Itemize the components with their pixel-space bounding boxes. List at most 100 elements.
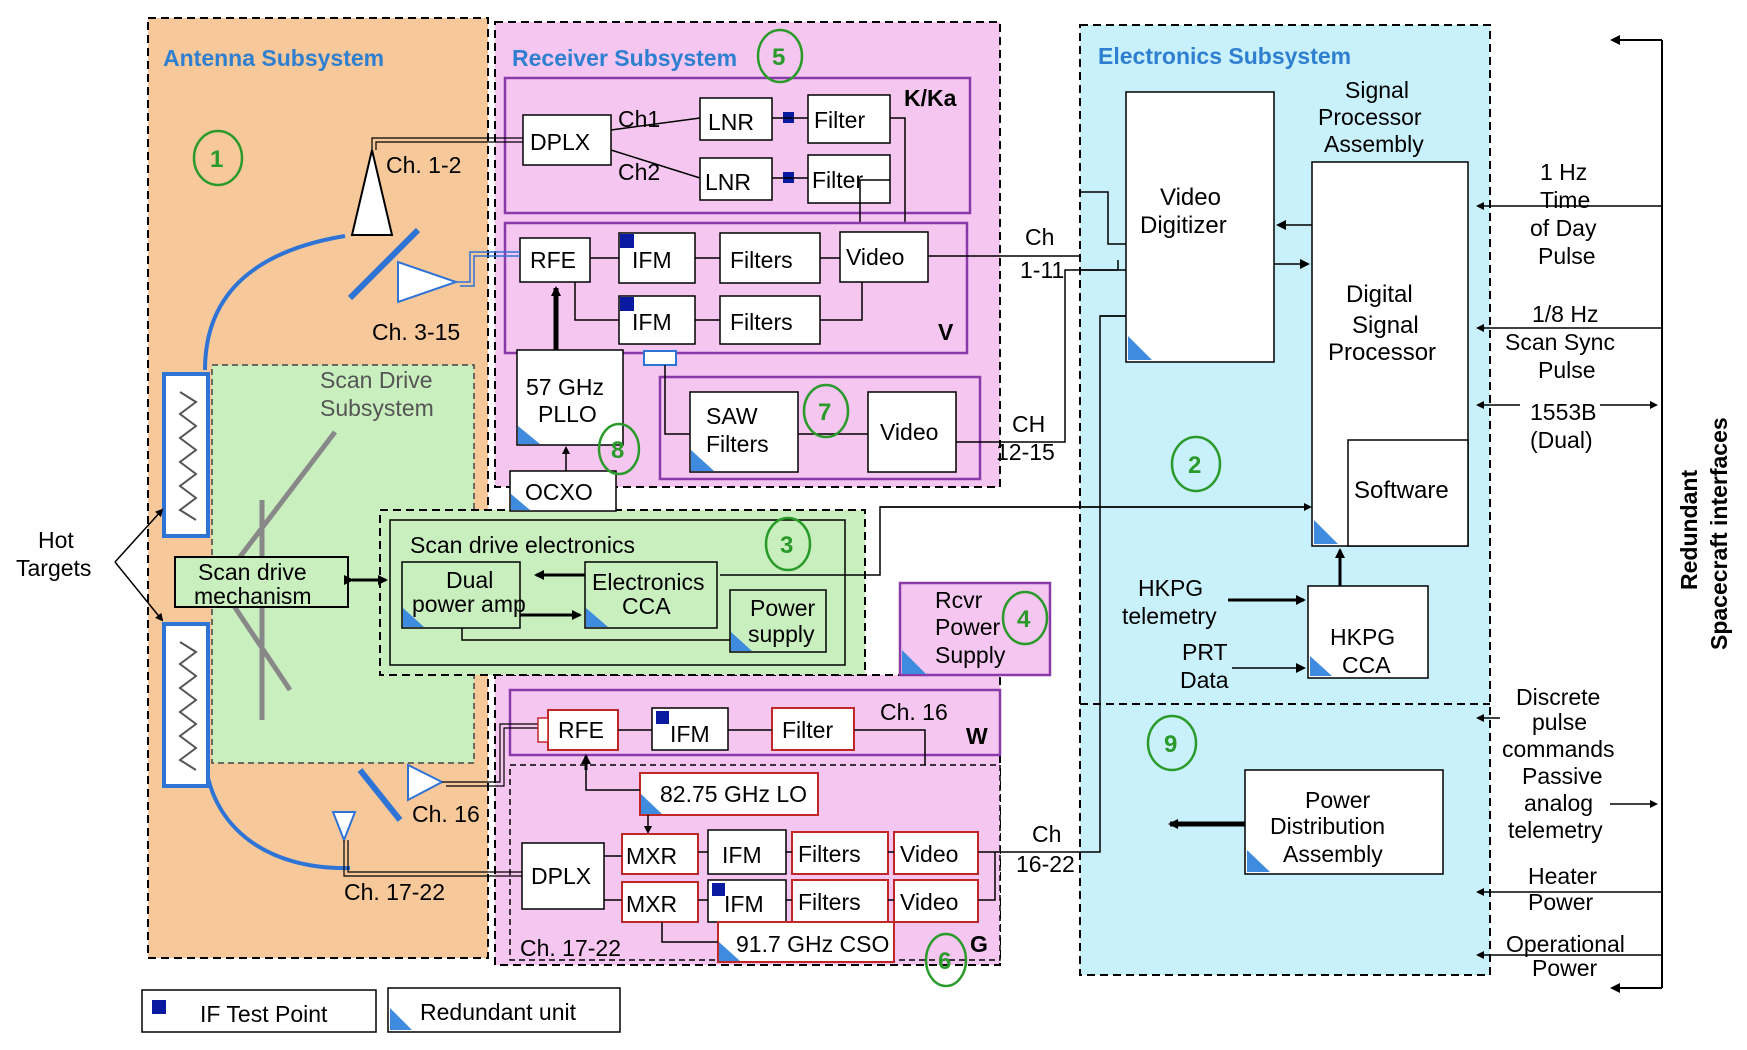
g-cso-redundant-icon — [719, 942, 740, 961]
power-distribution-box — [1244, 769, 1444, 875]
g-lo-redundant-icon — [641, 794, 662, 814]
if-scan-1: 1/8 Hz — [1532, 301, 1598, 327]
g-video2: Video — [900, 889, 958, 915]
pllo-label-1: 57 GHz — [526, 374, 604, 400]
g-ifm2-test-point — [712, 883, 725, 896]
kka-dplx-box — [522, 114, 612, 166]
if-analog-3: telemetry — [1508, 817, 1603, 843]
kka-lnr2: LNR — [705, 169, 751, 195]
marker-1: 1 — [192, 129, 244, 187]
svg-text:6: 6 — [938, 948, 951, 975]
w-coupler — [537, 717, 549, 743]
kka-filter1: Filter — [814, 107, 865, 133]
saw-ch-label-1: CH — [1012, 411, 1045, 437]
video-digitizer-1: Video — [1160, 184, 1221, 211]
power-supply-1: Power — [750, 595, 816, 621]
dsp-3: Processor — [1328, 339, 1436, 366]
legend-redundant-label: Redundant unit — [420, 999, 577, 1025]
ch1722-feed-line — [343, 840, 522, 877]
g-ifm2: IFM — [724, 891, 764, 917]
marker-9: 9 — [1146, 714, 1198, 772]
hkpg-cca-2: CCA — [1342, 652, 1391, 678]
kka-filter1-box — [807, 94, 891, 144]
electronics-subsystem-title: Electronics Subsystem — [1098, 43, 1351, 69]
if-discrete-3: commands — [1502, 736, 1614, 762]
legend-test-point-label: IF Test Point — [200, 1001, 328, 1027]
scan-mirror-top — [228, 430, 337, 572]
if-scan-3: Pulse — [1538, 357, 1596, 383]
if-time-2: Time — [1540, 187, 1590, 213]
marker-3: 3 — [764, 516, 812, 572]
prt-data-2: Data — [1180, 667, 1229, 693]
saw-redundant-icon — [691, 450, 714, 471]
g-mxr1: MXR — [626, 843, 677, 869]
spa-title-1: Signal — [1345, 77, 1409, 103]
hot-target-bottom-zigzag — [178, 641, 198, 771]
g-ifm1: IFM — [722, 842, 762, 868]
v-rfe-box — [519, 237, 591, 283]
power-supply-redundant-icon — [731, 632, 752, 651]
power-distribution-3: Assembly — [1283, 841, 1383, 867]
reflector-curve-top — [203, 234, 346, 371]
feedhorn-ch12-icon — [350, 149, 394, 236]
saw-video-box — [867, 391, 957, 473]
scan-drive-mechanism-1: Scan drive — [198, 559, 307, 585]
g-video1-box — [893, 831, 979, 875]
scan-drive-electronics-title: Scan drive electronics — [410, 532, 635, 558]
hkpg-telemetry-2: telemetry — [1122, 603, 1217, 629]
v-video-box — [839, 231, 929, 283]
w-ifm: IFM — [670, 721, 710, 747]
saw-filters-1: SAW — [706, 403, 758, 429]
g-video1: Video — [900, 841, 958, 867]
electronics-cca-1: Electronics — [592, 569, 704, 595]
power-supply-line — [461, 628, 730, 641]
dsp-2: Signal — [1352, 312, 1419, 339]
marker-8: 8 — [597, 422, 641, 476]
svg-text:4: 4 — [1017, 606, 1031, 633]
if-operational-2: Power — [1532, 955, 1598, 981]
g-ch-label-1: Ch — [1032, 821, 1061, 847]
svg-text:5: 5 — [772, 44, 785, 71]
ocxo-redundant-icon — [511, 494, 530, 510]
saw-filters-box — [689, 391, 799, 473]
marker-2: 2 — [1170, 435, 1222, 493]
svg-text:3: 3 — [780, 532, 793, 559]
v-filters1: Filters — [730, 247, 793, 273]
hkpg-cca-redundant-icon — [1310, 656, 1332, 676]
legend-redundant-icon — [390, 1008, 412, 1030]
hot-targets-arrow-bottom — [114, 561, 164, 622]
g-filters2-box — [791, 879, 889, 923]
dual-power-amp-redundant-icon — [403, 608, 424, 627]
v-rfe: RFE — [530, 247, 576, 273]
power-distribution-redundant-icon — [1247, 850, 1270, 872]
g-ch-label-2: 16-22 — [1016, 851, 1075, 877]
saw-ch-label-2: 12-15 — [996, 439, 1055, 465]
g-video2-box — [893, 879, 979, 923]
v-filters2: Filters — [730, 309, 793, 335]
redundant-interfaces-label-2: Spacecraft interfaces — [1706, 417, 1732, 650]
if-discrete-2: pulse — [1532, 709, 1587, 735]
marker-4: 4 — [1001, 590, 1049, 646]
hot-targets-arrow-top — [114, 508, 164, 563]
ch12-feed-line — [371, 137, 523, 150]
w-ifm-test-point — [656, 711, 669, 724]
rcvr-power-3: Supply — [935, 642, 1006, 668]
if-analog-2: analog — [1524, 790, 1593, 816]
pllo-redundant-icon — [518, 426, 540, 444]
w-ifm-box — [651, 707, 729, 751]
w-filter: Filter — [782, 717, 833, 743]
feedhorn-ch16-icon — [407, 763, 445, 802]
hkpg-cca-box — [1307, 585, 1429, 679]
prt-data-1: PRT — [1182, 639, 1228, 665]
v-ifm1: IFM — [632, 247, 672, 273]
g-lo-box — [639, 772, 819, 816]
antenna-subsystem-title: Antenna Subsystem — [163, 45, 384, 71]
subreflector-top — [347, 227, 421, 301]
v-ifm2: IFM — [632, 309, 672, 335]
legend-redundant-box — [387, 987, 621, 1033]
legend-test-point-box — [141, 989, 377, 1033]
ocxo-box — [509, 470, 617, 512]
kka-filter2: Filter — [812, 167, 863, 193]
scan-drive-mechanism-box — [174, 556, 349, 608]
power-distribution-1: Power — [1305, 787, 1371, 813]
